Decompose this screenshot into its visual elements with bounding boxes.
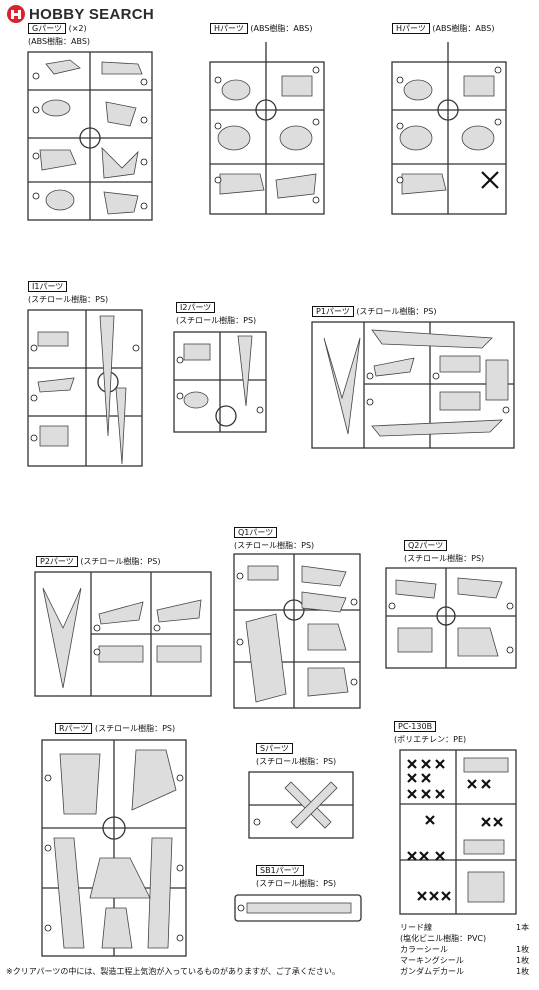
runner-h1-name: Hパーツ — [210, 23, 248, 34]
logo-mark-icon — [7, 5, 25, 23]
material-qty: 1枚 — [516, 956, 530, 965]
runner-p1-name: P1パーツ — [312, 306, 354, 317]
runner-p2-material: (スチロール樹脂：PS) — [80, 557, 161, 566]
runner-p1-material: (スチロール樹脂：PS) — [356, 307, 437, 316]
runner-g-count: (×2) — [68, 24, 87, 33]
runner-s-title: Sパーツ — [256, 743, 293, 754]
material-item: ガンダムデカール — [400, 966, 464, 977]
footer-note: ※クリアパーツの中には、製造工程上気泡が入っているものがありますが、ご了承くださ… — [6, 967, 340, 976]
material-item: (塩化ビニル樹脂：PVC) — [400, 933, 486, 944]
logo-text: HOBBY SEARCH — [29, 5, 155, 23]
runner-r-name: Rパーツ — [55, 723, 93, 734]
runner-h2-name: Hパーツ — [392, 23, 430, 34]
runner-p2-name: P2パーツ — [36, 556, 78, 567]
runner-h2-material: (ABS樹脂：ABS) — [432, 24, 495, 33]
runner-h1-material: (ABS樹脂：ABS) — [250, 24, 313, 33]
runner-q1-material: (スチロール樹脂：PS) — [234, 541, 315, 550]
runner-i2-name: I2パーツ — [176, 302, 216, 313]
runner-i2-material: (スチロール樹脂：PS) — [176, 316, 257, 325]
runner-q1-diagram — [233, 553, 361, 709]
runner-q2-title: Q2パーツ — [404, 540, 448, 551]
material-name: リード線 — [400, 923, 432, 932]
runner-h1-diagram — [209, 42, 325, 215]
runner-p2-title: P2パーツ (スチロール樹脂：PS) — [36, 556, 161, 567]
runner-q1-title: Q1パーツ — [234, 527, 278, 538]
runner-pc-name: PC-130B — [394, 721, 437, 732]
runner-r-material: (スチロール樹脂：PS) — [94, 724, 176, 733]
runner-s-diagram — [248, 771, 354, 839]
runner-q2-name: Q2パーツ — [404, 540, 448, 551]
runner-s-name: Sパーツ — [256, 743, 293, 754]
runner-i1-title: I1パーツ — [28, 281, 68, 292]
runner-i1-diagram — [27, 309, 143, 467]
material-qty: 1枚 — [516, 967, 530, 976]
runner-g-title: Gパーツ (×2) — [28, 23, 87, 34]
runner-pc-diagram — [399, 749, 517, 915]
hobby-search-logo: HOBBY SEARCH — [6, 4, 154, 24]
runner-g-diagram — [27, 51, 153, 221]
runner-sb1-diagram — [234, 894, 362, 922]
runner-q2-material: (スチロール樹脂：PS) — [404, 554, 485, 563]
runner-q1-name: Q1パーツ — [234, 527, 278, 538]
runner-q2-diagram — [385, 567, 517, 669]
runner-pc-material: (ポリエチレン：PE) — [394, 735, 467, 744]
material-name: ガンダムデカール — [400, 967, 464, 976]
runner-p1-title: P1パーツ (スチロール樹脂：PS) — [312, 306, 437, 317]
runner-p2-diagram — [34, 571, 212, 697]
runner-r-diagram — [41, 739, 187, 957]
material-name: マーキングシール — [400, 956, 464, 965]
runner-h2-unused-mark — [481, 171, 499, 189]
runner-i2-title: I2パーツ — [176, 302, 216, 313]
runner-sb1-name: SB1パーツ — [256, 865, 304, 876]
material-item: マーキングシール — [400, 955, 464, 966]
runner-h1-title: Hパーツ (ABS樹脂：ABS) — [210, 23, 313, 34]
runner-pc-title: PC-130B — [394, 721, 437, 732]
runner-h2-title: Hパーツ (ABS樹脂：ABS) — [392, 23, 495, 34]
runner-r-title: Rパーツ (スチロール樹脂：PS) — [55, 723, 176, 734]
runner-i1-material: (スチロール樹脂：PS) — [28, 295, 109, 304]
material-qty: 1枚 — [516, 945, 530, 954]
runner-sb1-title: SB1パーツ — [256, 865, 304, 876]
runner-g-name: Gパーツ — [28, 23, 67, 34]
runner-i1-name: I1パーツ — [28, 281, 68, 292]
runner-p1-diagram — [311, 321, 515, 449]
material-name: カラーシール — [400, 945, 448, 954]
runner-h2-diagram — [391, 42, 507, 215]
runner-s-material: (スチロール樹脂：PS) — [256, 757, 337, 766]
runner-g-material: (ABS樹脂：ABS) — [28, 37, 91, 46]
material-name: (塩化ビニル樹脂：PVC) — [400, 934, 487, 943]
pc-unused-marks — [407, 759, 503, 901]
material-item: カラーシール — [400, 944, 448, 955]
runner-sb1-material: (スチロール樹脂：PS) — [256, 879, 337, 888]
runner-i2-diagram — [173, 331, 267, 433]
material-qty: 1本 — [516, 923, 530, 932]
material-item: リード線 — [400, 922, 432, 933]
